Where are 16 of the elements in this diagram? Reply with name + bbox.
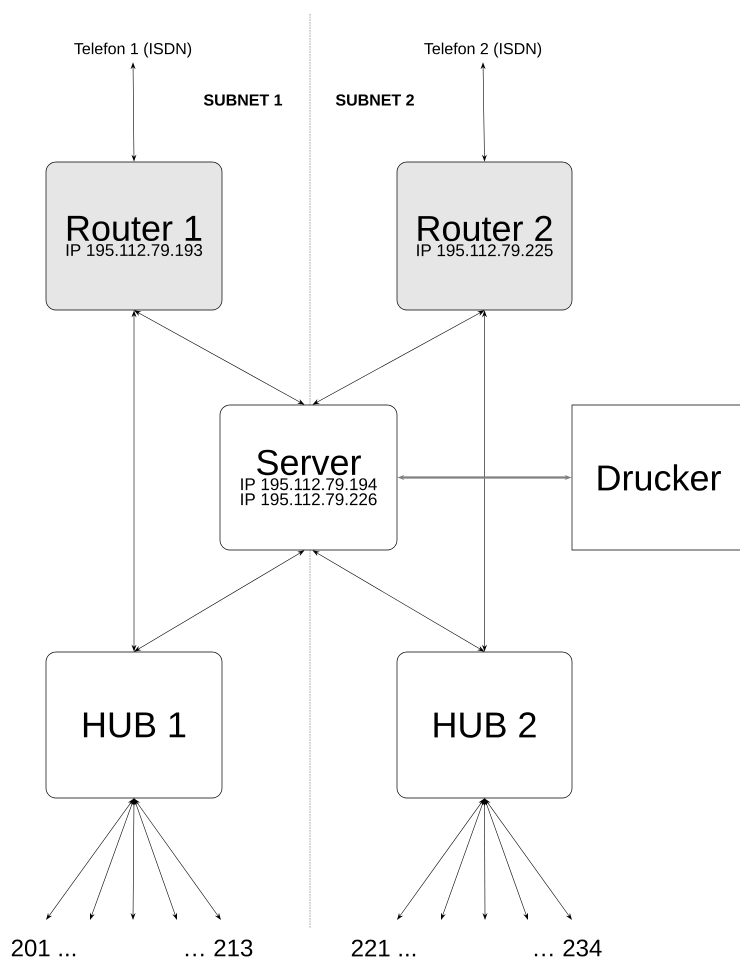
network-box: Server IP 195.112.79.194 IP 195.112.79.226	[220, 404, 398, 550]
device-label: Telefon 2 (ISDN)	[424, 42, 542, 58]
port-range-label: … 234	[534, 940, 602, 956]
router-box: Router 2 IP 195.112.79.225	[396, 162, 572, 310]
device-label: Telefon 1 (ISDN)	[74, 42, 192, 58]
network-box: HUB 2	[396, 652, 572, 798]
port-range-label: … 213	[186, 940, 252, 956]
arrow	[312, 310, 484, 405]
router-box: Router 1 IP 195.112.79.193	[46, 162, 222, 310]
arrow	[134, 310, 304, 405]
port-range-label: 201 ...	[12, 940, 76, 956]
network-box: HUB 1	[46, 652, 222, 798]
subnet-label: SUBNET 1	[204, 94, 282, 106]
port-range-label: 221 ...	[352, 940, 416, 956]
printer-box: Drucker	[572, 404, 740, 550]
subnet-label: SUBNET 2	[336, 94, 414, 106]
